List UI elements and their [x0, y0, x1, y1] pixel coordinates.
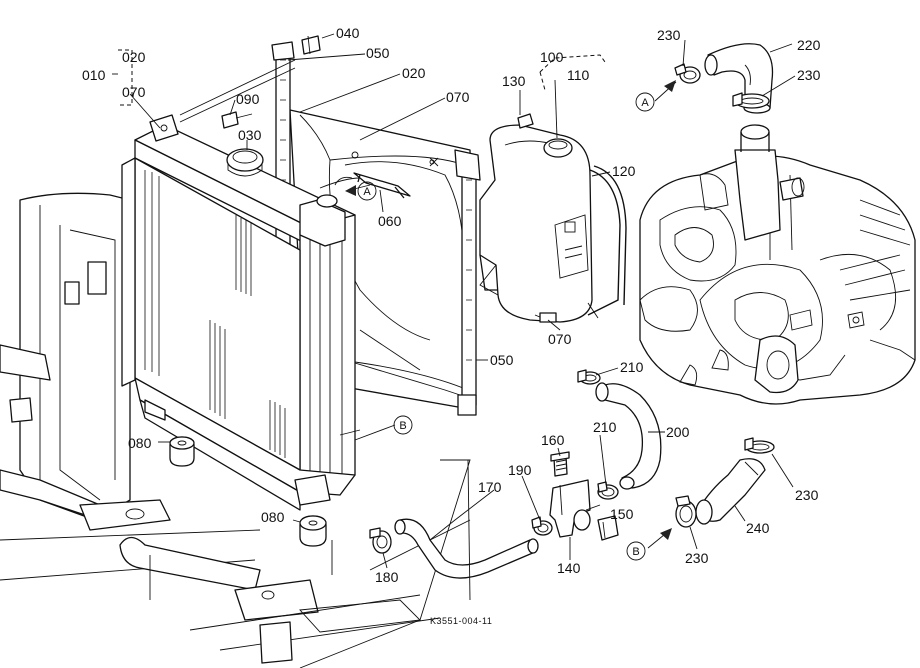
callout-010: 010	[82, 67, 106, 83]
reference-mark-a2: A	[635, 92, 655, 112]
callout-230c: 230	[795, 487, 819, 503]
drain-plug-160	[550, 451, 570, 477]
hose-170	[394, 518, 539, 579]
callout-200: 200	[666, 424, 690, 440]
callout-070a: 070	[122, 84, 146, 100]
callout-120: 120	[612, 163, 636, 179]
engine-block	[639, 124, 916, 405]
svg-text:A: A	[363, 186, 371, 198]
callout-140: 140	[557, 560, 581, 576]
callout-150: 150	[610, 506, 634, 522]
callout-labels: 010 020 070 040 050 020 070 090 030 060 …	[82, 25, 821, 585]
radiator-cap-030	[226, 148, 264, 177]
clamp-190	[531, 516, 553, 536]
clamp-230-upper-a	[674, 63, 701, 84]
lower-hose-240	[695, 458, 766, 525]
support-frame-left	[0, 192, 471, 668]
svg-text:A: A	[641, 97, 649, 109]
callout-230a: 230	[657, 27, 681, 43]
callout-190: 190	[508, 462, 532, 478]
callout-110: 110	[567, 67, 590, 83]
callout-020b: 020	[402, 65, 426, 81]
callout-050a: 050	[366, 45, 390, 61]
callout-220: 220	[797, 37, 821, 53]
drawing-code: K3551-004-11	[430, 616, 492, 626]
leader-lines	[112, 33, 796, 601]
rubber-mount-080-b	[299, 515, 327, 547]
callout-160: 160	[541, 432, 565, 448]
reference-mark-a1: A	[357, 181, 377, 201]
callout-080b: 080	[261, 509, 285, 525]
reference-mark-b1: B	[393, 415, 413, 435]
callout-070c: 070	[548, 331, 572, 347]
drain-joint-140	[549, 479, 601, 538]
bolt-090	[221, 111, 253, 129]
clamp-180	[369, 527, 392, 554]
drain-cock-150	[597, 515, 619, 541]
group-brackets	[118, 49, 606, 106]
callout-050b: 050	[490, 352, 514, 368]
callout-230d: 230	[685, 550, 709, 566]
svg-text:B: B	[399, 420, 406, 432]
callout-240: 240	[746, 520, 770, 536]
reference-arrows	[345, 80, 677, 549]
callout-080a: 080	[128, 435, 152, 451]
callout-040: 040	[336, 25, 360, 41]
reference-mark-b2: B	[626, 541, 646, 561]
clamp-230-upper-b	[732, 92, 770, 109]
callout-070b: 070	[446, 89, 470, 105]
clamp-230-lower-a	[744, 437, 775, 454]
svg-text:B: B	[632, 546, 639, 558]
rubber-mount-080-a	[169, 436, 195, 467]
clamp-210-upper	[577, 369, 601, 385]
callout-060: 060	[378, 213, 402, 229]
reserve-tank-100	[479, 113, 627, 323]
clamp-210-lower	[597, 481, 619, 500]
radiator-core	[121, 59, 356, 511]
callout-170: 170	[478, 479, 502, 495]
lower-hose-200	[595, 382, 662, 490]
callout-090: 090	[236, 91, 260, 107]
clamp-230-lower-b	[675, 495, 697, 528]
callout-180: 180	[375, 569, 399, 585]
callout-230b: 230	[797, 67, 821, 83]
callout-020a: 020	[122, 49, 146, 65]
bolt-040	[301, 35, 321, 55]
overflow-tube-060	[319, 172, 411, 199]
callout-130: 130	[502, 73, 526, 89]
callout-210a: 210	[620, 359, 644, 375]
callout-030: 030	[238, 127, 262, 143]
callout-100: 100	[540, 49, 564, 65]
callout-210b: 210	[593, 419, 617, 435]
